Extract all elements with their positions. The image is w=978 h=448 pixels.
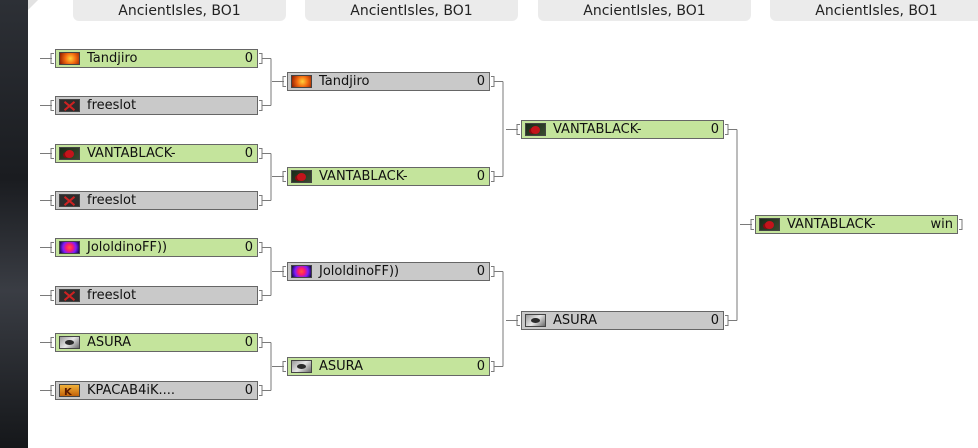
round2-slot-4[interactable]: ASURA 0 bbox=[287, 357, 490, 376]
slot-bracket-mark bbox=[516, 124, 520, 135]
round1-slot-7[interactable]: ASURA 0 bbox=[55, 333, 258, 352]
round1-slot-1[interactable]: Tandjiro 0 bbox=[55, 49, 258, 68]
player-score: 0 bbox=[476, 359, 485, 374]
player-name: VANTABLACK- bbox=[787, 217, 876, 232]
round2-slot-1[interactable]: Tandjiro 0 bbox=[287, 72, 490, 91]
round2-slot-2[interactable]: VANTABLACK- 0 bbox=[287, 167, 490, 186]
slot-bracket-mark bbox=[516, 315, 520, 326]
round1-slot-8[interactable]: KPACAB4iK.... 0 bbox=[55, 381, 258, 401]
slot-bracket-mark bbox=[50, 100, 54, 111]
corner-arrow-icon bbox=[28, 0, 38, 10]
player-score: 0 bbox=[244, 51, 253, 66]
player-score: 0 bbox=[476, 169, 485, 184]
asura-icon bbox=[291, 360, 312, 373]
player-name: freeslot bbox=[87, 288, 137, 303]
slot-bracket-mark bbox=[50, 385, 54, 396]
round1-slot-5[interactable]: JololdinoFF)) 0 bbox=[55, 238, 258, 257]
asura-icon bbox=[525, 314, 546, 327]
player-name: ASURA bbox=[319, 359, 364, 374]
player-score: 0 bbox=[476, 264, 485, 279]
kpac-icon bbox=[59, 384, 80, 401]
slot-bracket-mark bbox=[491, 76, 495, 87]
slot-bracket-mark bbox=[282, 171, 286, 182]
player-score: 0 bbox=[710, 313, 719, 328]
round1-slot-2[interactable]: freeslot bbox=[55, 96, 258, 115]
round1-slot-6[interactable]: freeslot bbox=[55, 286, 258, 305]
slot-bracket-mark bbox=[259, 100, 263, 111]
player-score: 0 bbox=[476, 74, 485, 89]
slot-bracket-mark bbox=[259, 290, 263, 301]
player-name: VANTABLACK- bbox=[87, 146, 176, 161]
slot-bracket-mark bbox=[259, 337, 263, 348]
player-name: VANTABLACK- bbox=[553, 122, 642, 137]
orb-icon bbox=[291, 265, 312, 278]
rose-icon bbox=[59, 147, 80, 160]
slot-bracket-mark bbox=[282, 76, 286, 87]
slot-bracket-mark bbox=[725, 124, 729, 135]
final-round-header: AncientIsles, BO1 bbox=[770, 0, 978, 21]
freeslot-icon bbox=[59, 194, 80, 207]
slot-bracket-mark bbox=[259, 195, 263, 206]
player-score: 0 bbox=[244, 335, 253, 350]
round-3-header: AncientIsles, BO1 bbox=[538, 0, 751, 21]
player-score: 0 bbox=[244, 146, 253, 161]
rose-icon bbox=[525, 123, 546, 136]
player-name: ASURA bbox=[87, 335, 132, 350]
player-name: JololdinoFF)) bbox=[87, 240, 168, 255]
player-score: 0 bbox=[244, 383, 253, 398]
slot-bracket-mark bbox=[259, 148, 263, 159]
slot-bracket-mark bbox=[750, 219, 754, 230]
slot-bracket-mark bbox=[50, 148, 54, 159]
round1-slot-4[interactable]: freeslot bbox=[55, 191, 258, 210]
slot-bracket-mark bbox=[725, 315, 729, 326]
player-score: win bbox=[930, 217, 953, 232]
round3-slot-1[interactable]: VANTABLACK- 0 bbox=[521, 120, 724, 139]
fire-icon bbox=[291, 75, 312, 88]
player-name: ASURA bbox=[553, 313, 598, 328]
player-name: Tandjiro bbox=[319, 74, 370, 89]
freeslot-icon bbox=[59, 99, 80, 112]
player-name: KPACAB4iK.... bbox=[87, 383, 176, 398]
slot-bracket-mark bbox=[50, 290, 54, 301]
slot-bracket-mark bbox=[491, 266, 495, 277]
player-name: freeslot bbox=[87, 98, 137, 113]
orb-icon bbox=[59, 241, 80, 254]
slot-bracket-mark bbox=[50, 242, 54, 253]
round-1-header: AncientIsles, BO1 bbox=[73, 0, 286, 21]
player-score: 0 bbox=[710, 122, 719, 137]
round3-slot-2[interactable]: ASURA 0 bbox=[521, 311, 724, 330]
slot-bracket-mark bbox=[50, 337, 54, 348]
freeslot-icon bbox=[59, 289, 80, 302]
slot-bracket-mark bbox=[491, 361, 495, 372]
slot-bracket-mark bbox=[282, 266, 286, 277]
slot-bracket-mark bbox=[50, 195, 54, 206]
sidebar-background bbox=[0, 0, 28, 448]
slot-bracket-mark bbox=[259, 385, 263, 396]
player-name: freeslot bbox=[87, 193, 137, 208]
slot-bracket-mark bbox=[50, 53, 54, 64]
slot-bracket-mark bbox=[959, 219, 963, 230]
slot-bracket-mark bbox=[259, 53, 263, 64]
player-score: 0 bbox=[244, 240, 253, 255]
slot-bracket-mark bbox=[491, 171, 495, 182]
player-name: Tandjiro bbox=[87, 51, 138, 66]
final-slot-1[interactable]: VANTABLACK-win bbox=[755, 215, 958, 234]
player-name: JololdinoFF)) bbox=[319, 264, 400, 279]
asura-icon bbox=[59, 336, 80, 349]
round2-slot-3[interactable]: JololdinoFF)) 0 bbox=[287, 262, 490, 281]
slot-bracket-mark bbox=[259, 242, 263, 253]
rose-icon bbox=[291, 170, 312, 183]
slot-bracket-mark bbox=[282, 361, 286, 372]
player-name: VANTABLACK- bbox=[319, 169, 408, 184]
rose-icon bbox=[759, 218, 780, 231]
round1-slot-3[interactable]: VANTABLACK- 0 bbox=[55, 144, 258, 163]
fire-icon bbox=[59, 52, 80, 65]
round-2-header: AncientIsles, BO1 bbox=[305, 0, 518, 21]
